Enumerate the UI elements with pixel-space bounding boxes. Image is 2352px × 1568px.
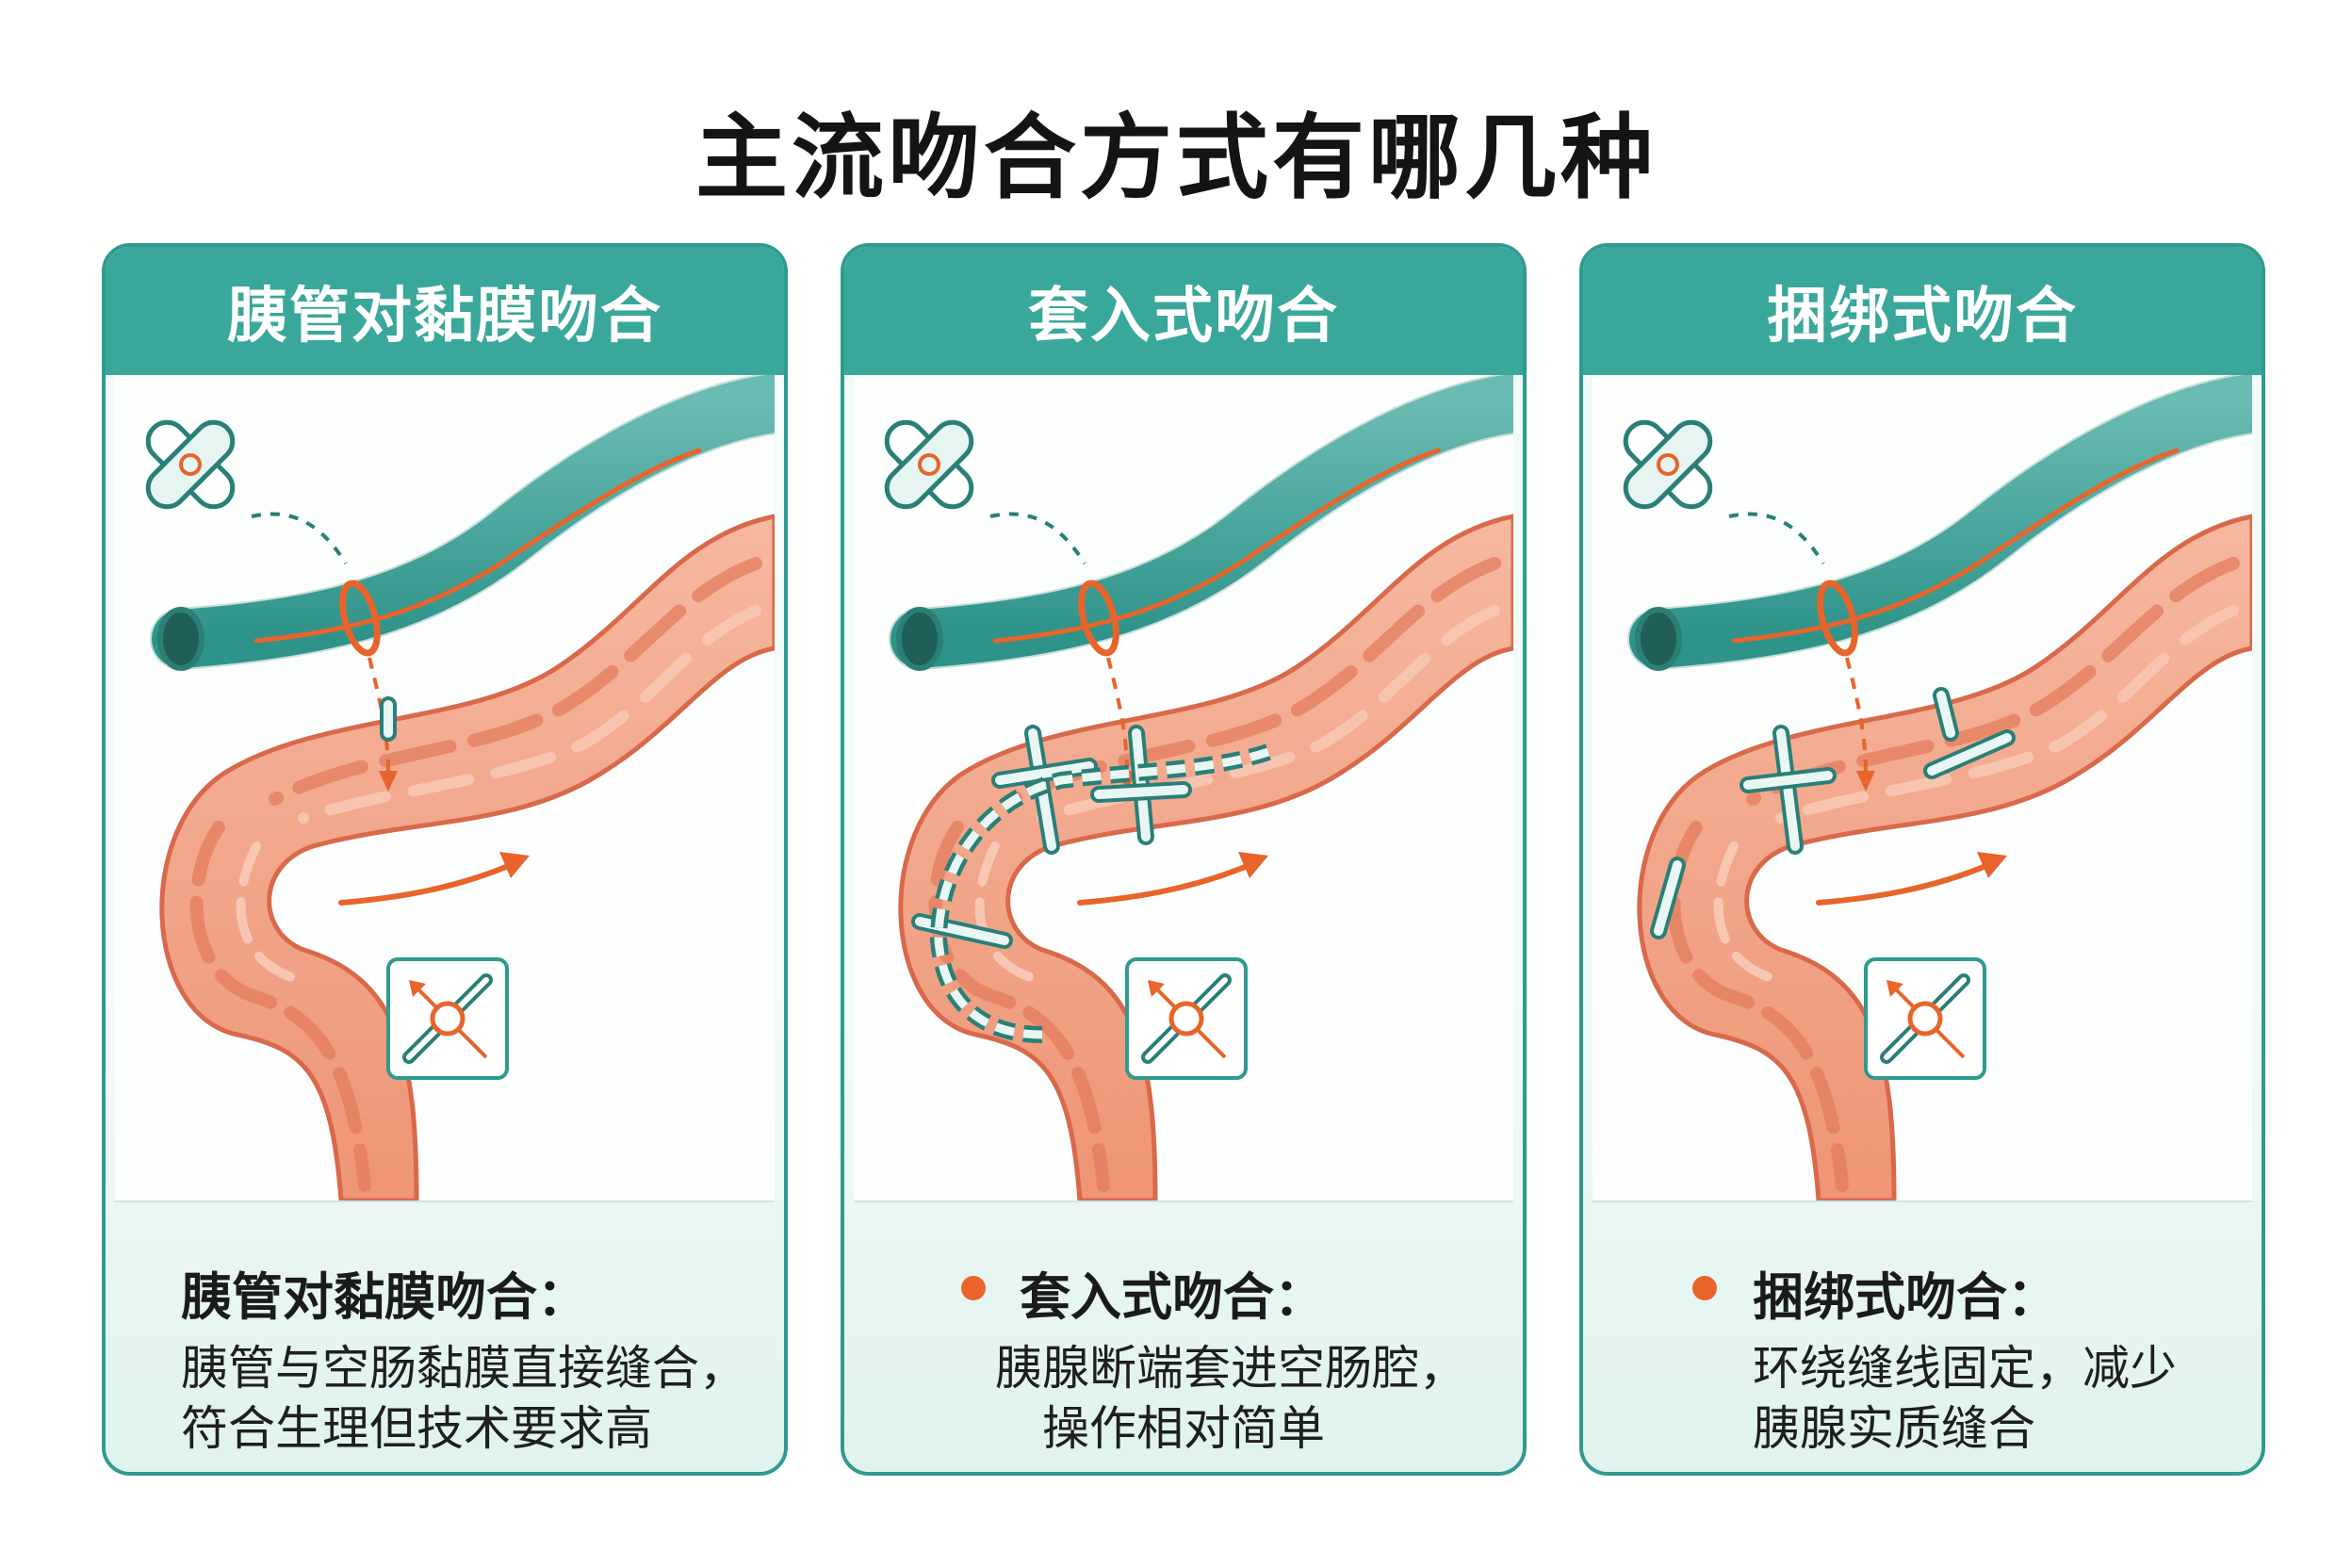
method-panel-1: 胰管对黏膜吻合 — [102, 243, 788, 1476]
description-line: 胰管与空肠黏膜直接缝合， — [181, 1341, 746, 1396]
description-line: 环绕缝线固定，减少 — [1753, 1341, 2177, 1396]
jejunum-fold-3 — [1667, 821, 1849, 1192]
description-title: 胰管对黏膜吻合： — [181, 1267, 588, 1327]
jejunum-fold-1 — [269, 557, 762, 806]
description-title: 捆绑式吻合： — [1753, 1267, 2058, 1327]
bound-suture-icon — [1623, 419, 1713, 510]
panel-header: 胰管对黏膜吻合 — [106, 247, 784, 375]
jejunum-fold-4 — [1713, 841, 1776, 983]
duct-opening — [157, 607, 204, 671]
duct-stent-line — [1731, 448, 2180, 644]
suture-loop-icon — [145, 419, 236, 510]
continuous-suture-line-highlight — [934, 747, 1270, 1039]
panel-header: 套入式吻合 — [844, 247, 1523, 375]
stent-crossing-icon — [1864, 957, 1986, 1080]
flow-arrow — [338, 862, 514, 906]
suture-ring — [1817, 580, 1858, 657]
duct-stent-line — [992, 448, 1441, 644]
jejunum-fold-3 — [189, 821, 371, 1192]
pancreatic-duct — [152, 375, 775, 668]
suture-stitch-highlight — [1743, 771, 1833, 790]
suture-ring — [1078, 580, 1119, 657]
description-line: 符合生理但技术要求高 — [181, 1401, 652, 1456]
suture-stitch-highlight — [995, 761, 1094, 785]
guide-dashed-teal — [1728, 512, 1825, 565]
anastomosis-illustration — [115, 375, 775, 1203]
panel-header: 捆绑式吻合 — [1583, 247, 2262, 375]
suture-stitch-highlight — [1927, 733, 2012, 776]
pancreatic-duct — [1629, 375, 2252, 668]
suture-stitch-highlight — [1936, 691, 1955, 738]
guide-dashed-teal — [251, 512, 348, 565]
jejunum-fold-3 — [928, 821, 1110, 1192]
jejunum-fold-2 — [1775, 605, 2239, 824]
duct-stent-line — [253, 448, 702, 644]
suture-ring — [339, 580, 381, 657]
pancreatic-duct — [890, 375, 1513, 668]
guide-dashed-teal — [989, 512, 1086, 565]
jejunum-fold-1 — [1746, 557, 2240, 806]
suture-stitch-highlight — [1094, 785, 1188, 799]
bullet-dot — [1692, 1276, 1717, 1300]
description-line: 胰腺断端套进空肠腔， — [995, 1341, 1466, 1396]
anastomosis-illustration — [854, 375, 1513, 1203]
stent-crossing-icon — [386, 957, 509, 1080]
bullet-dot — [961, 1276, 986, 1300]
anastomosis-illustration — [1592, 375, 2252, 1203]
suture-stitch-highlight — [1654, 860, 1682, 936]
duct-opening — [1635, 607, 1682, 671]
duct-opening — [896, 607, 943, 671]
method-panel-2: 套入式吻合 — [841, 243, 1527, 1476]
description-line: 胰腺实质缝合 — [1753, 1401, 2035, 1456]
panel-description: 胰管对黏膜吻合： 胰管与空肠黏膜直接缝合， 符合生理但技术要求高 — [106, 1202, 784, 1472]
description-title: 套入式吻合： — [1020, 1267, 1325, 1327]
jejunum-fold-2 — [298, 605, 761, 824]
flow-arrow — [1816, 862, 1991, 906]
panel-description: 套入式吻合： 胰腺断端套进空肠腔， 操作相对简单 — [844, 1202, 1523, 1472]
description-line: 操作相对简单 — [1042, 1401, 1325, 1456]
stent-crossing-icon — [1125, 957, 1248, 1080]
jejunum-fold-4 — [236, 841, 299, 983]
jejunum-fold-1 — [1007, 557, 1501, 806]
flow-arrow — [1077, 862, 1252, 906]
method-panel-3: 捆绑式吻合 — [1579, 243, 2265, 1476]
page-title: 主流吻合方式有哪几种 — [694, 105, 1657, 212]
jejunum-fold-4 — [974, 841, 1037, 983]
knot-icon — [884, 419, 974, 510]
suture-stitch-highlight — [1776, 728, 1800, 851]
panel-description: 捆绑式吻合： 环绕缝线固定，减少 胰腺实质缝合 — [1583, 1202, 2262, 1472]
